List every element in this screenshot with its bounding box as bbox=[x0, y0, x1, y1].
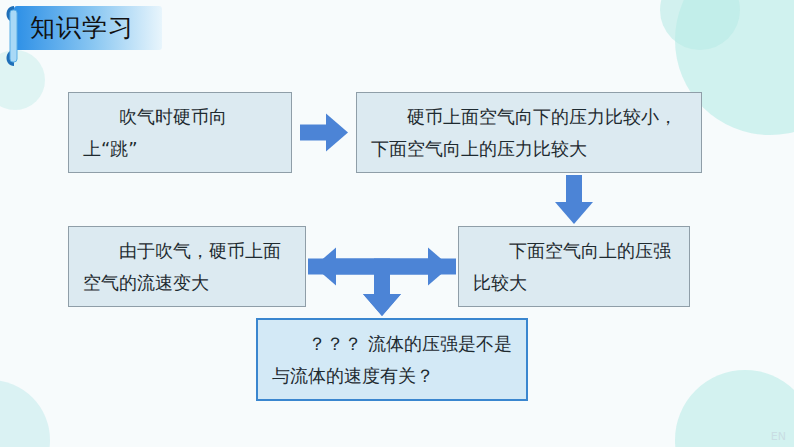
arrow-head bbox=[363, 294, 401, 316]
slide-title: 知识学习 bbox=[30, 11, 134, 44]
arrow-shaft bbox=[308, 267, 382, 296]
process-box: 下面空气向上的压强比较大 bbox=[458, 226, 690, 307]
arrow-head bbox=[363, 294, 401, 316]
process-box: 由于吹气，硬币上面空气的流速变大 bbox=[68, 226, 306, 307]
arrow-shaft bbox=[300, 125, 327, 141]
block-arrow bbox=[555, 175, 593, 224]
box-text: ？？？ 流体的压强是不是与流体的速度有关？ bbox=[272, 328, 512, 391]
block-arrow bbox=[363, 267, 456, 317]
deco-circle bbox=[660, 0, 740, 50]
deco-circle bbox=[675, 370, 794, 447]
arrow-shaft bbox=[566, 175, 582, 203]
arrow-shaft bbox=[382, 267, 456, 296]
box-text: 吹气时硬币向上“跳” bbox=[83, 101, 277, 164]
process-box: 硬币上面空气向下的压力比较小，下面空气向上的压力比较大 bbox=[356, 92, 702, 173]
box-text: 由于吹气，硬币上面空气的流速变大 bbox=[83, 235, 291, 298]
block-arrow bbox=[300, 114, 348, 152]
watermark: EN bbox=[771, 430, 786, 443]
arrow-head bbox=[326, 114, 348, 152]
box-text: 下面空气向上的压强比较大 bbox=[473, 235, 675, 298]
deco-circle bbox=[0, 380, 50, 447]
deco-circle bbox=[0, 50, 45, 110]
title-banner bbox=[7, 6, 163, 66]
box-text: 硬币上面空气向下的压力比较小，下面空气向上的压力比较大 bbox=[371, 101, 687, 164]
arrow-head bbox=[555, 202, 593, 224]
process-box: 吹气时硬币向上“跳” bbox=[68, 92, 292, 173]
question-box: ？？？ 流体的压强是不是与流体的速度有关？ bbox=[256, 318, 528, 401]
